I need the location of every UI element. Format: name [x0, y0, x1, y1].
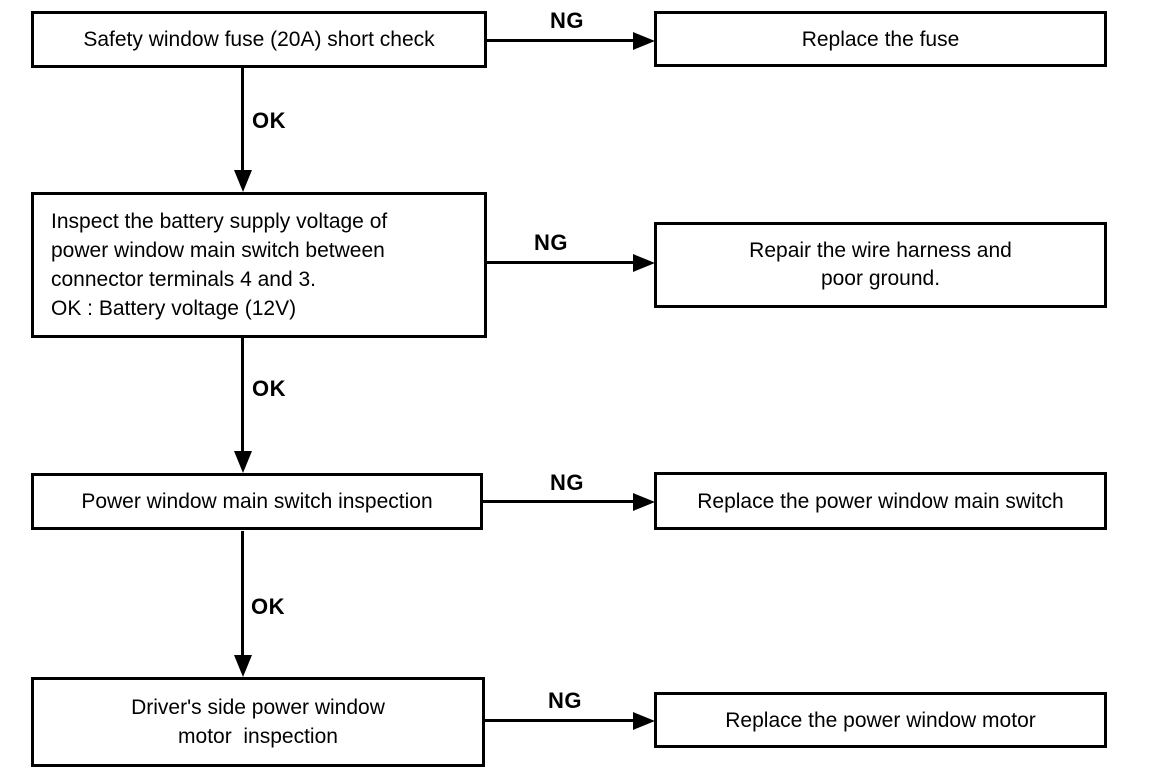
action-box-repair-harness: Repair the wire harness and poor ground.	[654, 222, 1107, 308]
ng-label-2: NG	[534, 230, 568, 255]
ok-label-1: OK	[252, 108, 286, 133]
ng-label-4: NG	[548, 688, 582, 713]
ok-arrow-line-3	[241, 531, 244, 655]
ok-arrowhead-icon-2	[234, 451, 252, 473]
ok-arrow-line-2	[241, 338, 244, 451]
ng-label-3: NG	[550, 470, 584, 495]
ng-arrow-line-4	[485, 719, 633, 722]
step-box-fuse-check: Safety window fuse (20A) short check	[31, 11, 487, 68]
step-box-battery-voltage: Inspect the battery supply voltage of po…	[31, 192, 487, 338]
ok-label-3: OK	[251, 594, 285, 619]
ok-label-2: OK	[252, 376, 286, 401]
ok-arrowhead-icon-1	[234, 170, 252, 192]
action-box-replace-fuse: Replace the fuse	[654, 11, 1107, 67]
step-box-motor-inspection: Driver's side power window motor inspect…	[31, 677, 485, 767]
ng-arrowhead-icon-2	[633, 254, 655, 272]
ng-arrow-line-1	[487, 39, 633, 42]
ng-arrow-line-2	[487, 261, 633, 264]
ok-arrowhead-icon-3	[234, 655, 252, 677]
ng-arrow-line-3	[483, 500, 633, 503]
ng-arrowhead-icon-4	[633, 712, 655, 730]
ng-label-1: NG	[550, 8, 584, 33]
ng-arrowhead-icon-3	[633, 493, 655, 511]
action-box-replace-motor: Replace the power window motor	[654, 692, 1107, 748]
action-box-replace-main-switch: Replace the power window main switch	[654, 472, 1107, 530]
ok-arrow-line-1	[241, 68, 244, 170]
step-box-main-switch-inspection: Power window main switch inspection	[31, 473, 483, 530]
ng-arrowhead-icon-1	[633, 32, 655, 50]
